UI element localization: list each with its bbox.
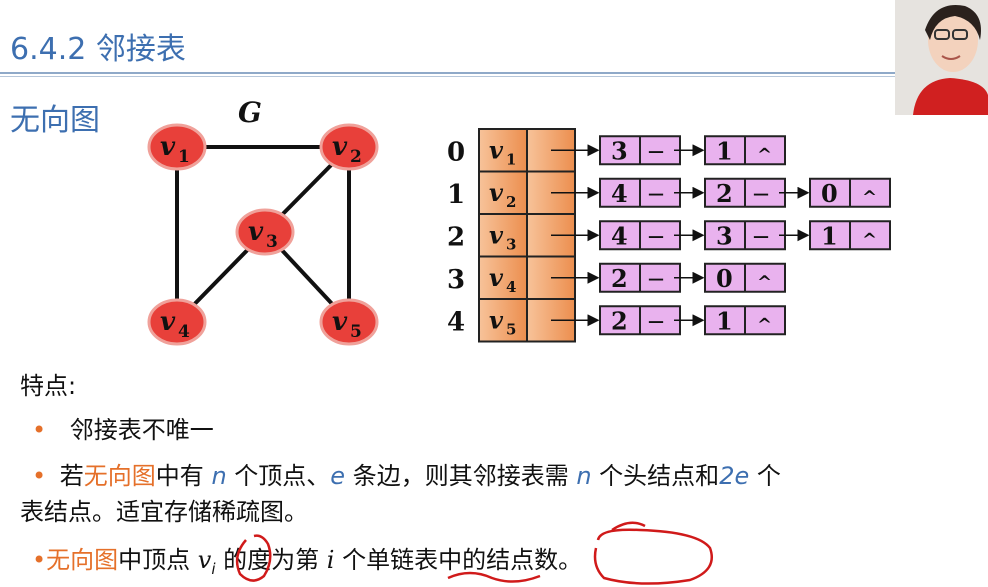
circle-vi-annotation — [235, 534, 272, 582]
note-2-part: 个头结点和 — [591, 462, 720, 490]
note-2-part: 个顶点、 — [226, 462, 331, 490]
note-3-var-sub: i — [211, 559, 216, 578]
svg-text:4: 4 — [178, 322, 190, 342]
graph-vertex-v4: v 4 — [147, 298, 207, 346]
note-item-2: • 若无向图中有 n 个顶点、e 条边，则其邻接表需 n 个头结点和2e 个 — [32, 456, 781, 491]
note-2-var-n: n — [576, 462, 592, 490]
list-node-value: 2 — [716, 179, 733, 208]
note-3-var-i: i — [326, 546, 335, 574]
list-node-value: 3 — [611, 136, 628, 165]
row-index: 0 — [447, 137, 465, 167]
section-subtitle: 无向图 — [10, 103, 100, 138]
list-node-value: 3 — [716, 221, 733, 250]
svg-text:5: 5 — [350, 322, 362, 342]
list-node-value: 1 — [821, 221, 838, 250]
head-vertex-label: v — [489, 178, 504, 207]
svg-text:1: 1 — [178, 147, 190, 167]
null-pointer-icon: ^ — [757, 314, 772, 335]
list-node-value: 1 — [716, 306, 733, 335]
note-2-part: 若 — [59, 462, 84, 490]
bullet-icon: • — [32, 416, 47, 444]
note-text-2b: 表结点。适宜存储稀疏图。 — [20, 498, 308, 526]
title-divider-thin — [0, 76, 895, 77]
note-2-part: 条边，则其邻接表需 — [345, 462, 577, 490]
note-2-part: 个 — [749, 462, 781, 490]
row-index: 3 — [447, 265, 465, 295]
note-3-var-v: v — [197, 546, 212, 574]
page-title: 6.4.2 邻接表 — [10, 32, 186, 67]
null-pointer-icon: ^ — [757, 144, 772, 165]
head-vertex-sub: 2 — [506, 193, 516, 211]
list-node-value: 2 — [611, 306, 628, 335]
link-symbol: — — [648, 184, 664, 203]
note-3-part: 个单链表中的结点数。 — [334, 546, 583, 574]
list-node-value: 0 — [716, 264, 733, 293]
row-index: 1 — [447, 180, 465, 210]
note-2-var-e: e — [330, 462, 346, 490]
note-2-part: 中有 — [155, 462, 212, 490]
null-pointer-icon: ^ — [862, 187, 877, 208]
head-vertex-sub: 1 — [506, 150, 516, 168]
note-2-var-n: n — [211, 462, 227, 490]
svg-text:v: v — [248, 217, 264, 247]
head-vertex-sub: 4 — [506, 278, 516, 296]
notes-heading: 特点: — [20, 372, 77, 400]
list-node-value: 0 — [821, 179, 838, 208]
link-symbol: — — [648, 311, 664, 330]
list-node-value: 4 — [611, 179, 628, 208]
note-item-3: •无向图中顶点 vi 的度为第 i 个单链表中的结点数。 — [32, 540, 582, 578]
graph-vertex-v5: v 5 — [319, 298, 379, 346]
link-symbol: — — [648, 269, 664, 288]
link-symbol: — — [648, 226, 664, 245]
head-vertex-label: v — [489, 305, 504, 334]
list-node-value: 4 — [611, 221, 628, 250]
svg-text:v: v — [332, 132, 348, 162]
list-node-value: 2 — [611, 264, 628, 293]
head-vertex-label: v — [489, 135, 504, 164]
note-3-part: 中顶点 — [118, 546, 198, 574]
null-pointer-icon: ^ — [862, 229, 877, 250]
svg-text:v: v — [160, 132, 176, 162]
tick-annotation — [611, 521, 646, 532]
graph-vertex-v3: v 3 — [235, 208, 295, 256]
svg-text:3: 3 — [266, 232, 278, 252]
note-2-var-2e: 2e — [719, 462, 750, 490]
head-vertex-sub: 5 — [506, 320, 516, 338]
link-symbol: — — [648, 141, 664, 160]
svg-text:v: v — [160, 307, 176, 337]
underline-annotation — [447, 571, 541, 583]
head-vertex-sub: 3 — [506, 235, 516, 253]
svg-text:v: v — [332, 307, 348, 337]
presenter-avatar — [895, 0, 988, 115]
head-vertex-label: v — [489, 220, 504, 249]
svg-text:2: 2 — [350, 147, 362, 167]
list-node-value: 1 — [716, 136, 733, 165]
graph-vertex-v1: v 1 — [147, 123, 207, 171]
link-symbol: — — [753, 226, 769, 245]
bullet-icon: • — [32, 546, 47, 574]
bullet-icon: • — [32, 462, 47, 490]
row-index: 2 — [447, 222, 465, 252]
row-index: 4 — [447, 307, 465, 337]
note-text-1: 邻接表不唯一 — [69, 416, 214, 444]
presenter-webcam — [895, 0, 988, 115]
graph-name: G — [238, 96, 262, 129]
graph-vertex-v2: v 2 — [319, 123, 379, 171]
circle-node-count-annotation — [593, 528, 713, 585]
head-vertex-label: v — [489, 263, 504, 292]
note-3-highlight: 无向图 — [46, 546, 119, 574]
link-symbol: — — [753, 184, 769, 203]
note-2-highlight: 无向图 — [83, 462, 156, 490]
null-pointer-icon: ^ — [757, 272, 772, 293]
note-item-1: • 邻接表不唯一 — [32, 410, 214, 445]
title-divider — [0, 72, 895, 74]
adjacency-list-diagram: G v 1 v 2 v 3 v 4 v 5 — [147, 96, 891, 346]
